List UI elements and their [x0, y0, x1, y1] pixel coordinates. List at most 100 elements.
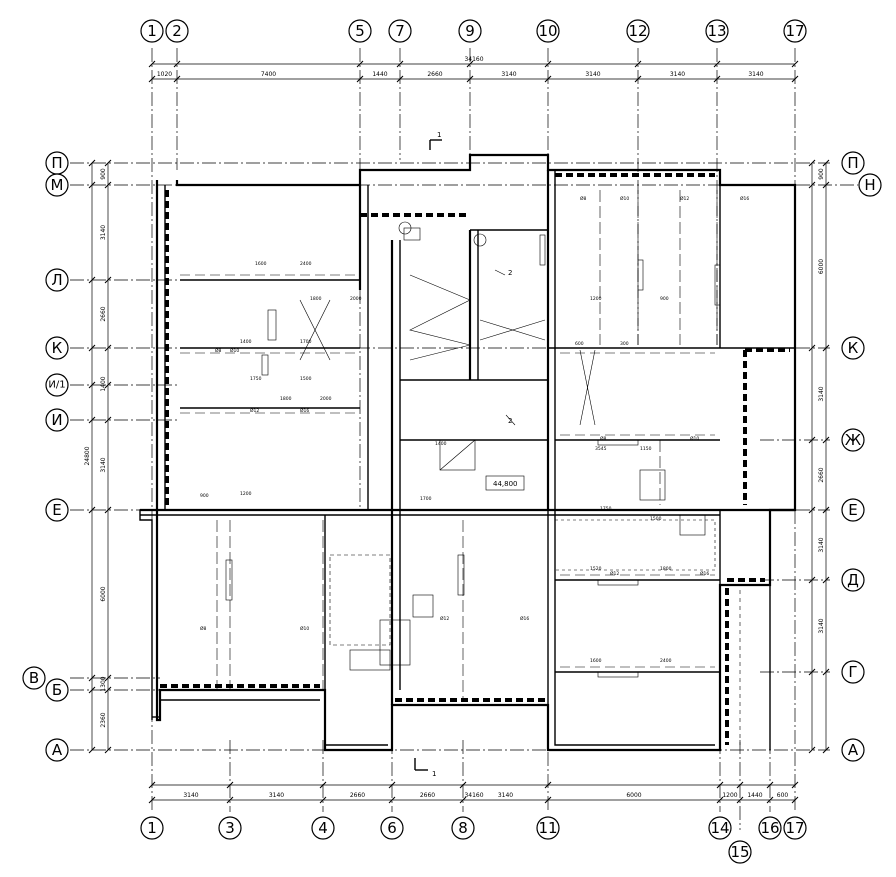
top-axis-bubble: 12 [626, 19, 650, 43]
top-axis-bubble-label: 12 [628, 22, 647, 40]
left-axis-bubble-label: Л [51, 271, 62, 289]
section-label-2a: 2 [508, 269, 512, 277]
bottom-dim-value: 6000 [626, 792, 641, 799]
left-axis-bubble-label: А [52, 741, 63, 759]
top-axis-bubble: 1 [140, 19, 164, 43]
right-axis-bubble: П [841, 151, 865, 175]
dim-annotation: 1800 [280, 396, 292, 402]
dim-annotation: 1800 [660, 566, 672, 572]
bar-annotation: Ø8 [600, 435, 607, 442]
right-axis-bubble-label: Г [848, 663, 857, 681]
bar-annotation: Ø10 [230, 347, 239, 354]
top-axis-bubble: 5 [348, 19, 372, 43]
right-axis-bubble: Е [841, 498, 865, 522]
right-axis-bubble: Н [858, 173, 882, 197]
overall-top-dim: 34160 [464, 56, 483, 63]
right-dim-value: 3140 [818, 618, 825, 633]
left-axis-bubble: М [45, 173, 69, 197]
bottom-axis-bubble: 16 [758, 816, 782, 840]
bar-annotation: Ø16 [700, 570, 709, 577]
left-dim-value: 1400 [100, 376, 107, 391]
left-axis-bubble-label: М [51, 176, 64, 194]
left-axis-bubble-label: И [51, 411, 62, 429]
dimension-chains [88, 60, 830, 804]
top-axis-bubble: 10 [536, 19, 560, 43]
top-axis-bubble: 17 [783, 19, 807, 43]
bottom-dim-value: 2660 [420, 792, 435, 799]
bar-annotation: Ø12 [610, 570, 619, 577]
right-axis-bubble-label: Д [847, 571, 859, 589]
top-axis-bubble-label: 9 [465, 22, 475, 40]
right-dim-value: 6000 [818, 259, 825, 274]
dim-annotation: 1400 [240, 339, 252, 345]
right-axis-bubble-label: Н [864, 176, 875, 194]
right-axis-bubble-label: Е [848, 501, 857, 519]
bar-annotation: Ø10 [620, 195, 629, 202]
bar-annotation: Ø8 [580, 195, 587, 202]
right-axis-bubble-label: К [848, 339, 859, 357]
bottom-axis-bubble-label: 14 [710, 819, 729, 837]
left-axis-bubble-label: Б [52, 681, 62, 699]
bottom-dim-value: 3140 [183, 792, 198, 799]
dim-annotation: 900 [200, 493, 209, 499]
dim-annotation: 300 [620, 341, 629, 347]
right-dim-value: 3140 [818, 537, 825, 552]
left-axis-bubble-label: К [52, 339, 63, 357]
top-axis-bubble: 13 [705, 19, 729, 43]
bottom-axis-bubble-label: 15 [730, 843, 749, 861]
bottom-axis-bubble: 1 [140, 816, 164, 840]
left-axis-bubble: В [22, 666, 46, 690]
right-axis-bubble: Ж [841, 428, 865, 452]
top-dim-value: 3140 [670, 71, 685, 78]
right-axis-bubbles: ПН К Ж Е Д Г А [841, 151, 882, 762]
bottom-dim-value: 1200 [722, 792, 737, 799]
overall-left-dim: 24800 [84, 446, 91, 465]
dim-annotation: 1800 [310, 296, 322, 302]
top-dim-value: 1440 [372, 71, 387, 78]
bar-annotation: Ø12 [250, 407, 259, 414]
bottom-axis-bubble: 15 [728, 840, 752, 864]
dim-annotation: 1400 [435, 441, 447, 447]
bottom-axis-bubble-label: 6 [387, 819, 397, 837]
right-axis-bubble-label: А [848, 741, 859, 759]
right-axis-bubble: К [841, 336, 865, 360]
section-labels: 1 1 2 2 44,800 [432, 131, 518, 778]
right-axis-bubble-label: Ж [845, 431, 861, 449]
dim-annotation: 1700 [420, 496, 432, 502]
bottom-axis-bubble-label: 17 [785, 819, 804, 837]
dim-annotation: 1200 [240, 491, 252, 497]
bar-annotation: Ø12 [680, 195, 689, 202]
bottom-axis-bubble-label: 16 [760, 819, 779, 837]
bottom-axis-bubble: 3 [218, 816, 242, 840]
top-axis-bubble: 2 [165, 19, 189, 43]
left-dim-value: 2360 [100, 712, 107, 727]
dim-annotation: 1500 [300, 376, 312, 382]
top-dim-value: 1020 [157, 71, 172, 78]
dim-annotation: 1600 [590, 658, 602, 664]
right-axis-bubble: А [841, 738, 865, 762]
walls [139, 153, 797, 752]
left-dim-value: 2660 [100, 306, 107, 321]
bottom-dim-value: 600 [777, 792, 789, 799]
dim-annotation: 600 [575, 341, 584, 347]
left-dim-value: 6000 [100, 586, 107, 601]
top-axis-bubble: 9 [458, 19, 482, 43]
dim-annotation: 1600 [255, 261, 267, 267]
top-axis-bubble-label: 7 [395, 22, 405, 40]
left-axis-bubble: Б [45, 678, 69, 702]
bottom-axis-bubble-label: 11 [538, 819, 557, 837]
bottom-axis-bubble-label: 3 [225, 819, 235, 837]
bottom-axis-bubble: 8 [451, 816, 475, 840]
dim-annotation: 2000 [320, 396, 332, 402]
left-axis-bubble: К [45, 336, 69, 360]
section-label-bottom: 1 [432, 770, 436, 778]
dim-annotation: 3545 [595, 446, 607, 452]
bottom-axis-bubble: 17 [783, 816, 807, 840]
bar-annotation: Ø12 [440, 615, 449, 622]
left-dim-value: 3140 [100, 457, 107, 472]
top-dim-value: 3140 [585, 71, 600, 78]
left-axis-bubble: Е [45, 498, 69, 522]
bottom-axis-bubble-label: 1 [147, 819, 157, 837]
